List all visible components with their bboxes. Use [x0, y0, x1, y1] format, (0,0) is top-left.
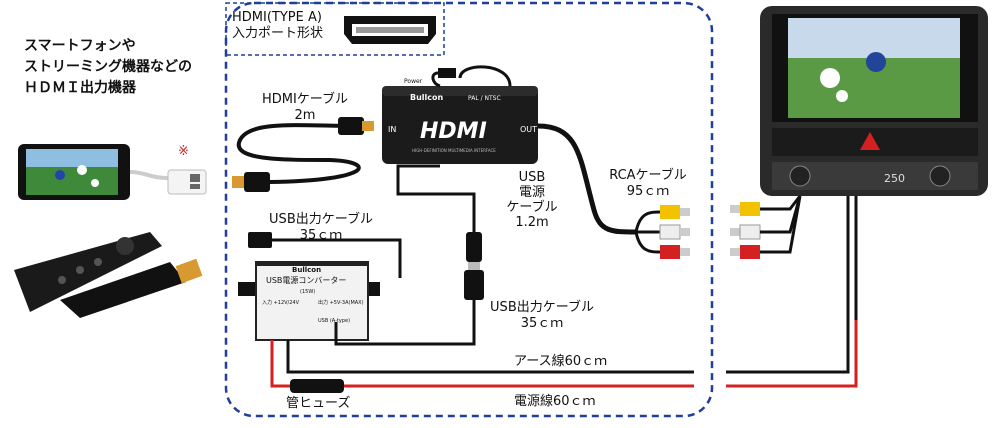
ground-wire-line [286, 196, 850, 374]
hdmi-port-label-line1: HDMI(TYPE A) [232, 10, 322, 25]
ground-wire-label: アース線60ｃｍ [514, 354, 608, 369]
usb-plug-male-tip [468, 262, 480, 270]
usb-out-bottom-line1: USB出力ケーブル [490, 300, 594, 315]
hdmi-cable-label: HDMIケーブル 2m [250, 92, 360, 124]
hdmi-port-icon [344, 16, 436, 44]
fuse-label: 管ヒューズ [286, 396, 351, 411]
usb-power-cable-label: USB 電源 ケーブル 1.2m [504, 170, 560, 230]
hdmi-port-label-line2: 入力ポート形状 [232, 26, 324, 41]
rca-cable-trunk [537, 123, 637, 235]
fuse-holder [290, 379, 344, 393]
usb-plug-female [464, 270, 484, 300]
streaming-remote-icon [14, 232, 162, 312]
port-inset-frame [225, 2, 445, 56]
usb-out-bottom-line2: 35ｃｍ [520, 316, 564, 331]
box-in-label: IN [388, 125, 396, 134]
hdmi-plug-b [244, 172, 270, 192]
source-title-line-2: ストリーミング機器などの [24, 59, 192, 75]
usb-out-cable-bottom-line [334, 300, 476, 346]
power-wire-label: 電源線60ｃｍ [514, 394, 596, 409]
usb-power-cable-line [396, 164, 476, 232]
hdmi-converter-box [382, 68, 538, 164]
source-device-title: スマートフォンや ストリーミング機器などの ＨＤＭＩ出力機器 [24, 36, 192, 99]
hdmi-cable-label-line1: HDMIケーブル [261, 92, 349, 107]
hdmi-port-label: HDMI(TYPE A) 入力ポート形状 [232, 10, 323, 42]
hdmi-cable [236, 123, 361, 184]
box-brand: Bullcon [410, 93, 444, 102]
conv-title: USB電源コンバーター [266, 276, 346, 285]
usb-power-converter [238, 261, 380, 341]
power-wire-line [270, 320, 858, 388]
source-title-line-3: ＨＤＭＩ出力機器 [24, 80, 136, 96]
usb-out-top-line1: USB出力ケーブル [269, 212, 373, 227]
streaming-stick-icon [60, 258, 203, 318]
rca-cable-label: RCAケーブル 95ｃｍ [600, 168, 696, 200]
source-title-line-1: スマートフォンや [24, 38, 136, 54]
hdmi-plug-a [338, 117, 364, 135]
rca-plugs-right [730, 195, 802, 259]
conv-watt: (15W) [300, 289, 315, 295]
conv-in: 入力 +12V/24V [262, 299, 300, 306]
usb-out-top-line2: 35ｃｍ [299, 228, 343, 243]
usb-power-cable-line3: ケーブル [506, 200, 558, 215]
usb-plug-male [466, 232, 482, 262]
hdmi-plug-b-tip [232, 176, 244, 188]
usb-power-cable-line4: 1.2m [515, 215, 549, 230]
note-mark: ※ [178, 144, 189, 159]
rca-cable-label-line2: 95ｃｍ [626, 184, 670, 199]
hdmi-adapter-icon [129, 169, 207, 195]
box-out-label: OUT [520, 125, 537, 134]
box-subtitle: HIGH-DEFINITION MULTIMEDIA INTERFACE [412, 148, 496, 153]
car-head-unit [760, 6, 988, 196]
usb-power-cable-line2: 電源 [518, 185, 545, 200]
usb-out-cable-top-label: USB出力ケーブル 35ｃｍ [268, 212, 374, 244]
conv-brand: Bullcon [292, 266, 321, 274]
conv-usb: USB (A-type) [318, 318, 350, 324]
box-logo: HDMI [420, 119, 487, 144]
usb-out-cable-bottom-label: USB出力ケーブル 35ｃｍ [484, 300, 600, 332]
usb-socket-top [248, 232, 272, 248]
hdmi-plug-a-tip [362, 121, 374, 131]
kit-boundary [224, 1, 714, 418]
usb-power-cable-line1: USB [518, 170, 546, 185]
box-power-label: Power [404, 78, 423, 85]
rca-plugs-left [634, 205, 690, 259]
conv-out: 出力 +5V-3A(MAX) [318, 299, 364, 306]
smartphone-icon [18, 144, 130, 200]
rca-cable-label-line1: RCAケーブル [609, 168, 687, 183]
hdmi-cable-label-line2: 2m [294, 108, 316, 123]
box-mode-label: PAL / NTSC [468, 95, 501, 102]
mini-usb-cable [458, 65, 512, 87]
temp-readout: 250 [884, 172, 905, 185]
usb-out-cable-top-line [270, 238, 402, 278]
